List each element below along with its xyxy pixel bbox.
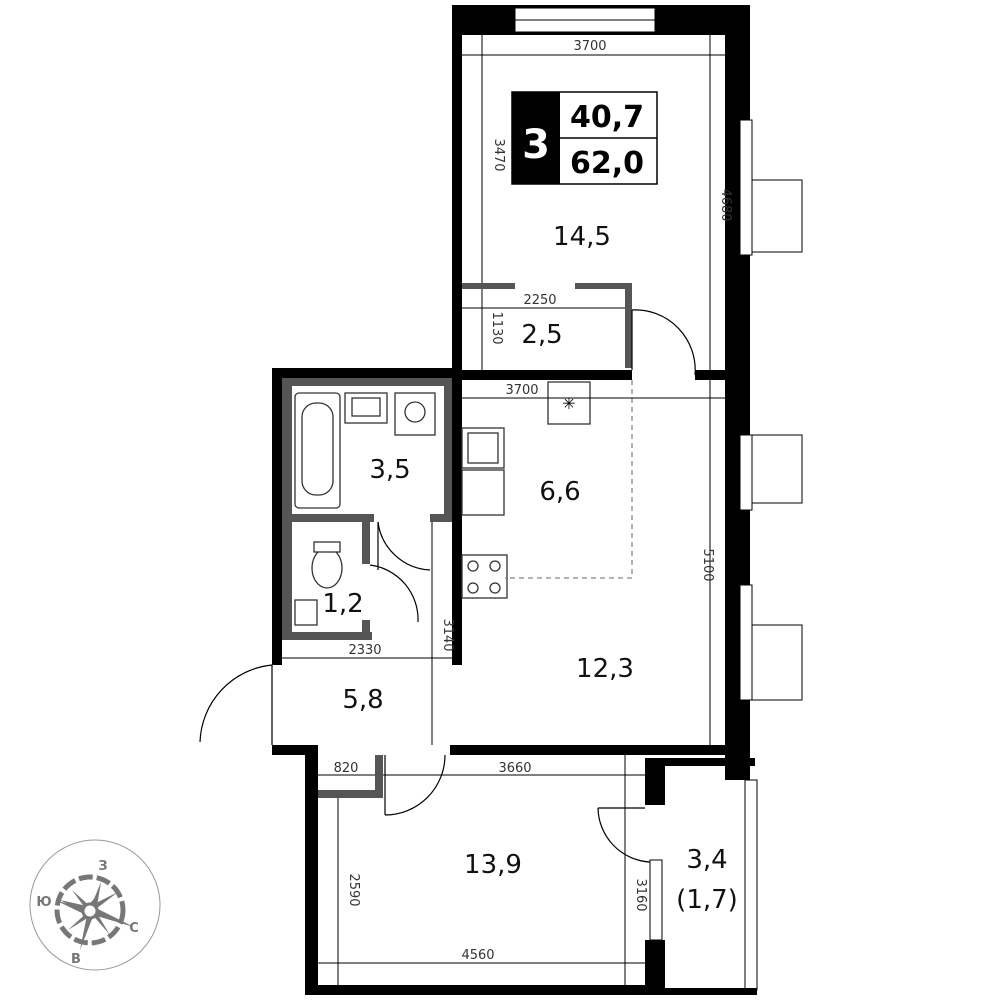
dim-bedroom-right: 3160 — [633, 878, 648, 911]
dim-closet-width: 2250 — [523, 293, 556, 308]
dim-closet-depth: 1130 — [489, 311, 504, 344]
badge-rooms: 3 — [522, 122, 550, 168]
walls — [272, 5, 803, 995]
dim-bedroom-left: 2590 — [346, 873, 361, 906]
room-bedroom: 13,9 — [464, 850, 522, 880]
dim-hall-depth: 3140 — [440, 618, 455, 651]
badge-total-area: 62,0 — [570, 146, 644, 181]
fixtures: ✳ — [294, 380, 633, 626]
dim-bedroom-top: 3660 — [498, 761, 531, 776]
dim-top-depth: 3470 — [491, 138, 506, 171]
room-bathroom: 3,5 — [369, 455, 410, 485]
room-balcony-reduced: (1,7) — [676, 885, 738, 915]
dimension-lines — [282, 35, 725, 985]
room-toilet: 1,2 — [322, 589, 363, 619]
dim-top-right: 4680 — [718, 188, 733, 221]
dim-bedroom-bottom: 4560 — [461, 948, 494, 963]
dim-kitchen-depth: 5100 — [700, 548, 715, 581]
badge-living-area: 40,7 — [570, 100, 644, 135]
apartment-badge: 3 40,7 62,0 — [511, 91, 658, 185]
compass-east: В — [71, 952, 81, 967]
room-balcony: 3,4 — [686, 845, 727, 875]
room-living-main: 12,3 — [576, 654, 634, 684]
room-closet: 2,5 — [521, 320, 562, 350]
room-living-top: 14,5 — [553, 222, 611, 252]
svg-text:✳: ✳ — [562, 394, 575, 413]
dim-top-width: 3700 — [573, 39, 606, 54]
compass-south: Ю — [36, 895, 51, 910]
compass-north: С — [129, 921, 139, 936]
compass-west: З — [98, 859, 107, 874]
room-hall: 5,8 — [342, 685, 383, 715]
dim-kitchen-width: 3700 — [505, 383, 538, 398]
doors — [199, 309, 696, 863]
dim-hall-width: 2330 — [348, 643, 381, 658]
dim-niche: 820 — [334, 761, 359, 776]
room-kitchen: 6,6 — [539, 477, 580, 507]
compass-rose: З Ю С В — [29, 839, 161, 971]
